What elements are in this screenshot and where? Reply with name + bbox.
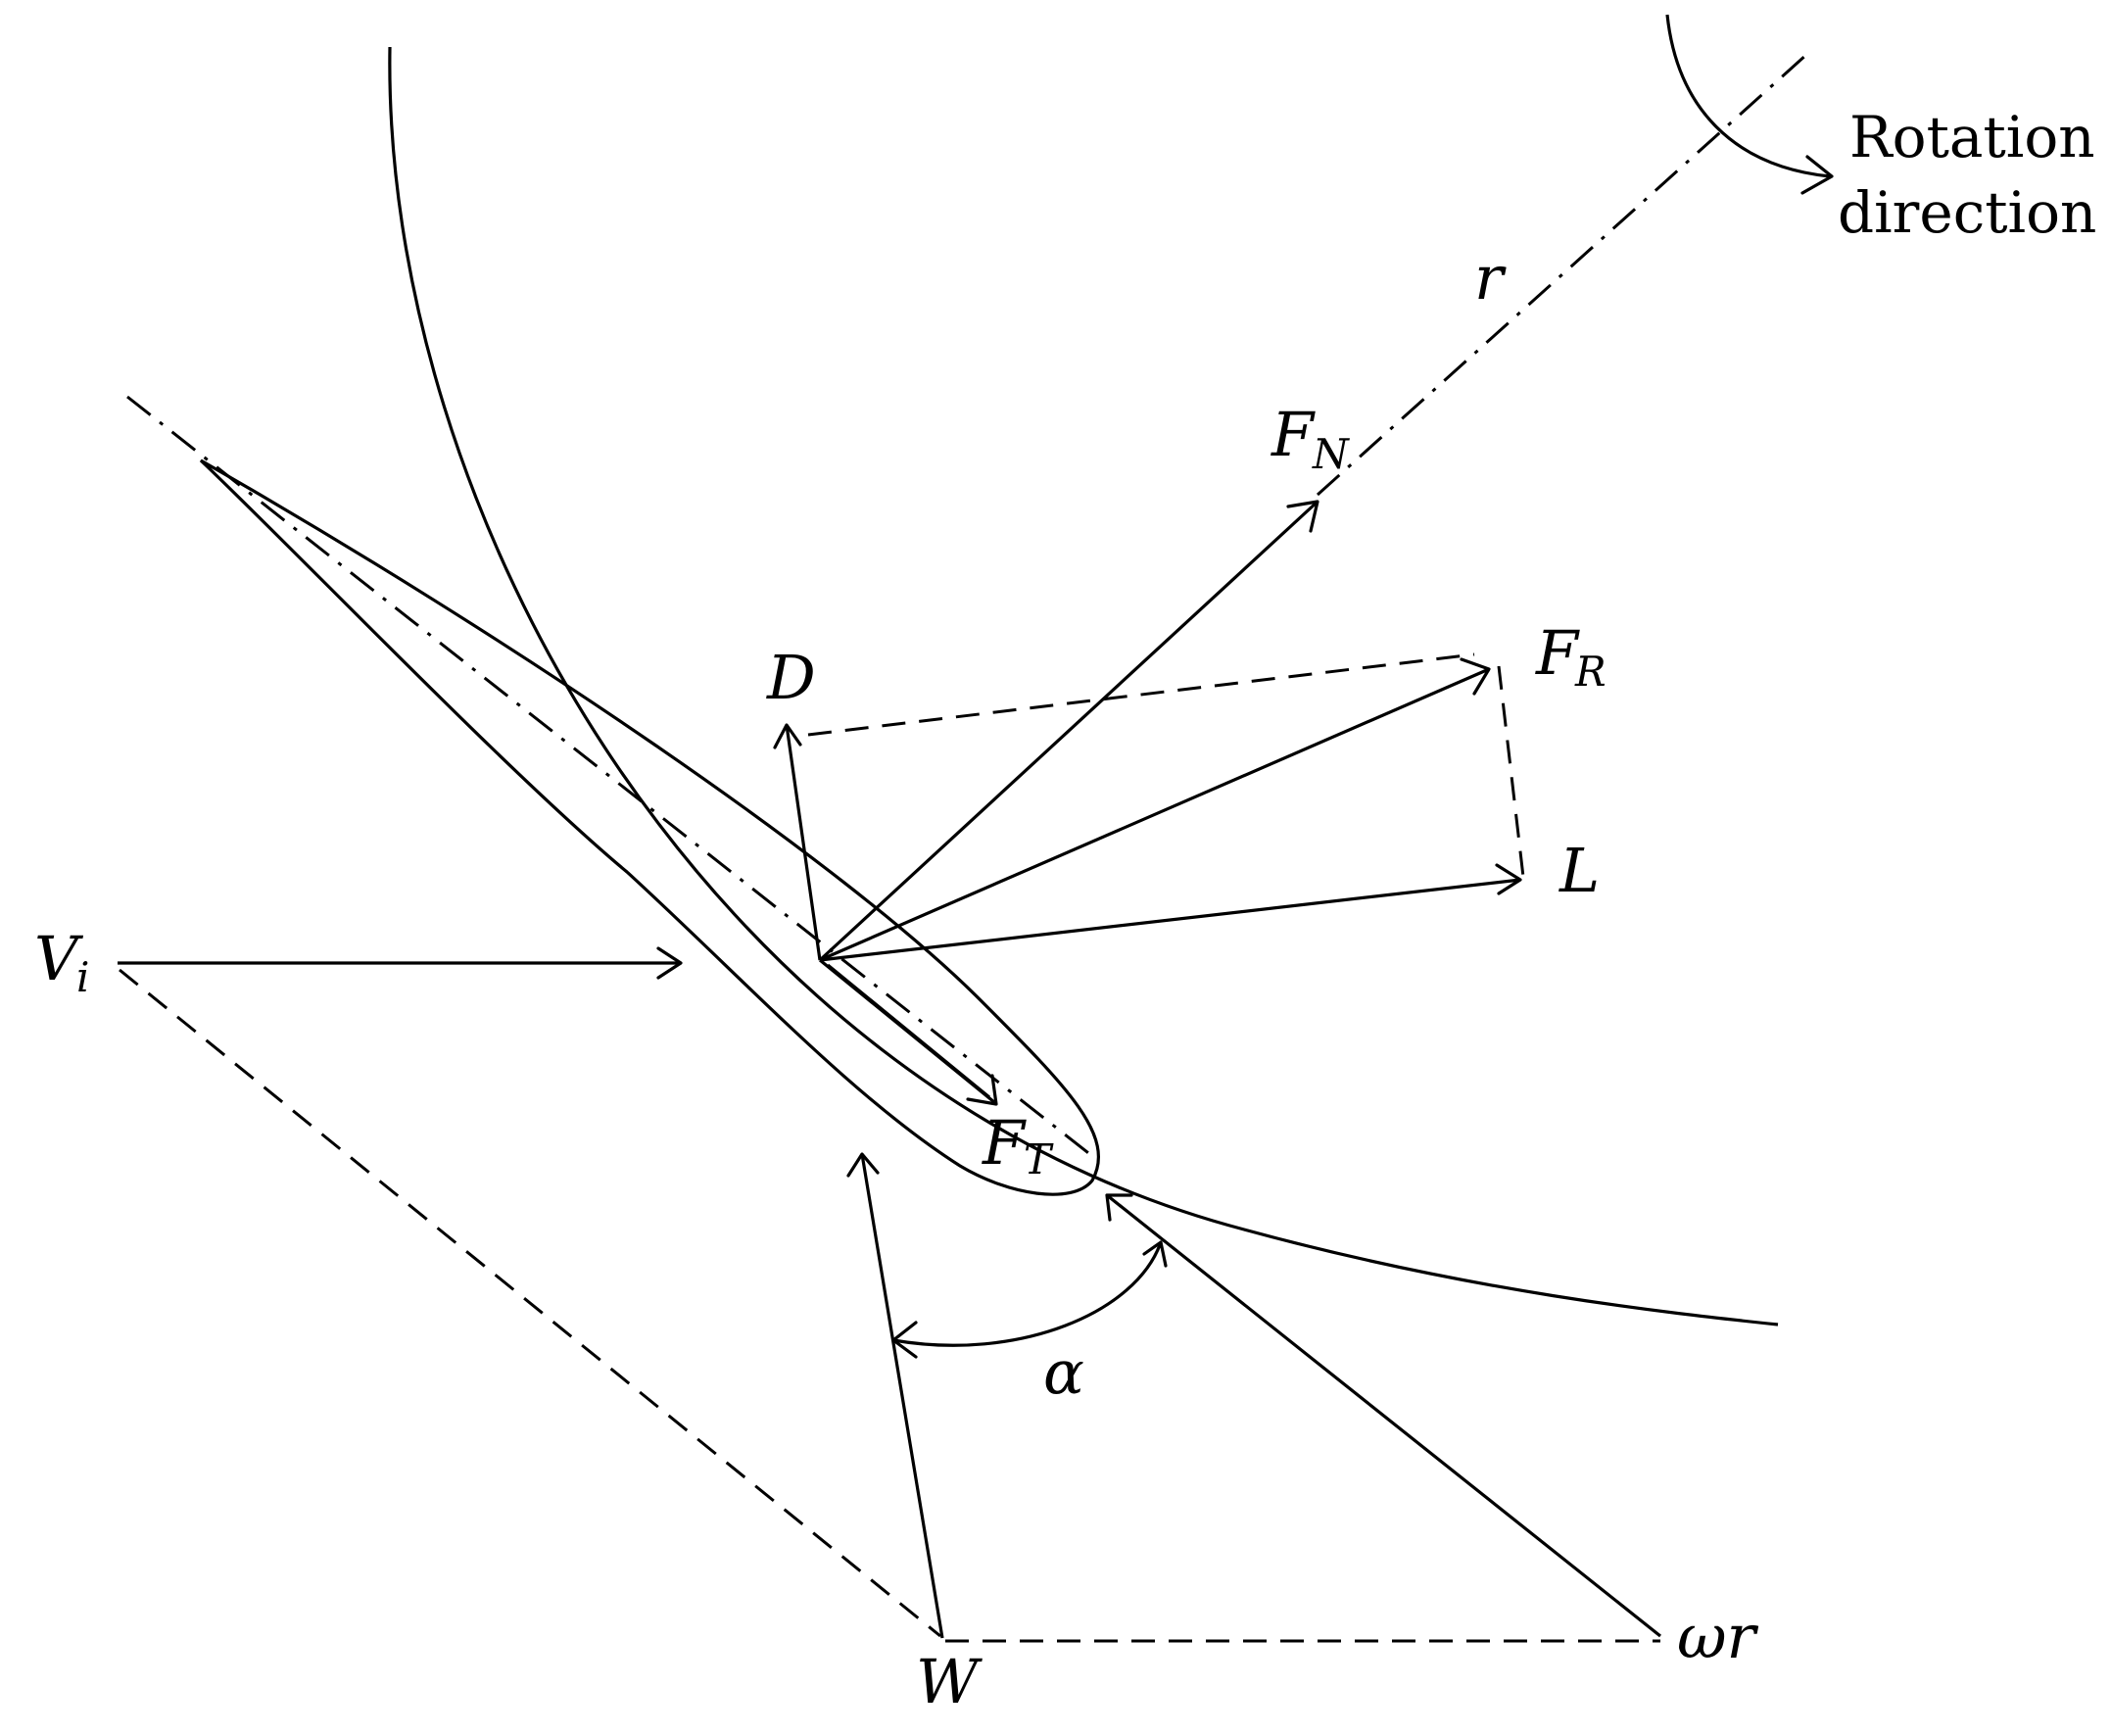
chord-line — [126, 395, 1093, 1158]
fr-vector — [819, 667, 1490, 962]
r-label: r — [1474, 242, 1507, 313]
l-vector — [819, 878, 1521, 962]
ft-label-subscript: T — [1024, 1135, 1054, 1183]
vi-to-w-dashed — [119, 968, 941, 1638]
alpha-arc — [892, 1241, 1163, 1347]
alpha-arrowhead-right — [1142, 1240, 1168, 1268]
w-vector — [860, 1153, 944, 1639]
d-to-fr-dashed — [807, 652, 1475, 737]
vi-label-subscript: i — [76, 953, 89, 1001]
fr-arrowhead — [1460, 657, 1491, 696]
fr-label-subscript: R — [1574, 648, 1606, 696]
ft-vector-2 — [826, 963, 991, 1099]
l-label: L — [1559, 835, 1600, 906]
alpha-label: α — [1043, 1336, 1084, 1408]
ft-arrowhead — [966, 1074, 998, 1106]
fr-label: F — [1535, 617, 1580, 689]
fn-vector — [818, 500, 1319, 962]
d-arrowhead — [773, 723, 802, 749]
rotation-direction-label-line1: Rotation — [1849, 104, 2095, 170]
fn-label-subscript: N — [1312, 430, 1350, 478]
radial-line — [1316, 52, 1809, 497]
alpha-arrowhead-left — [891, 1321, 918, 1359]
rotation-arc — [1665, 14, 1831, 178]
ft-label: F — [982, 1107, 1027, 1179]
fn-arrowhead — [1286, 500, 1319, 533]
l-arrowhead — [1495, 863, 1522, 895]
omegar-arrowhead — [1105, 1193, 1133, 1222]
rotation-direction-label-line2: direction — [1838, 179, 2096, 246]
omegar-vector — [1106, 1193, 1661, 1638]
w-label: W — [916, 1646, 983, 1717]
rotation-arrowhead — [1800, 155, 1834, 195]
w-arrowhead — [846, 1152, 880, 1178]
rotor-arc — [388, 46, 1779, 1326]
vi-label: V — [34, 923, 84, 994]
airfoil — [199, 458, 1100, 1196]
d-label: D — [766, 642, 816, 713]
fr-to-l-dashed — [1497, 665, 1525, 878]
d-vector — [785, 724, 822, 961]
omegar-label: ωr — [1677, 1601, 1759, 1672]
fn-label: F — [1271, 399, 1316, 470]
vi-arrowhead — [656, 946, 683, 980]
